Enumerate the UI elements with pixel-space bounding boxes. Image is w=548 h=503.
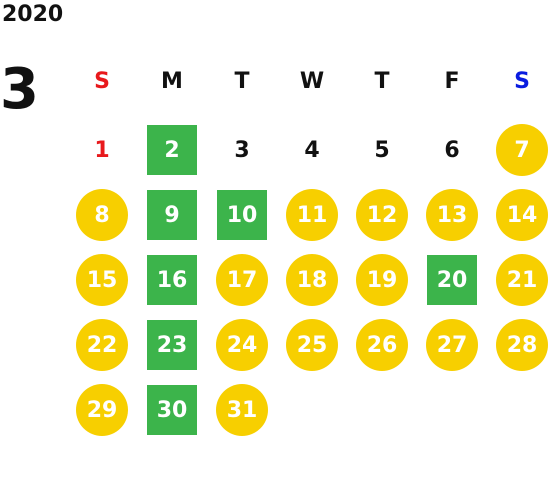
weekday-header-thursday: T	[374, 68, 390, 94]
day-cell[interactable]: 20	[427, 255, 477, 305]
day-cell[interactable]: 24	[216, 319, 268, 371]
month-label: 3	[0, 57, 39, 122]
day-cell[interactable]: 31	[216, 384, 268, 436]
day-cell[interactable]: 8	[76, 189, 128, 241]
day-cell[interactable]: 16	[147, 255, 197, 305]
day-cell[interactable]: 28	[496, 319, 548, 371]
day-cell[interactable]: 2	[147, 125, 197, 175]
day-cell[interactable]: 7	[496, 124, 548, 176]
day-cell[interactable]: 26	[356, 319, 408, 371]
day-cell[interactable]: 12	[356, 189, 408, 241]
weekday-header-tuesday: T	[234, 68, 250, 94]
day-cell[interactable]: 22	[76, 319, 128, 371]
day-cell[interactable]: 27	[426, 319, 478, 371]
weekday-header-sunday: S	[94, 68, 110, 94]
day-cell[interactable]: 30	[147, 385, 197, 435]
day-cell[interactable]: 1	[94, 137, 110, 163]
day-cell[interactable]: 5	[374, 137, 390, 163]
day-cell[interactable]: 29	[76, 384, 128, 436]
day-cell[interactable]: 6	[444, 137, 460, 163]
day-cell[interactable]: 19	[356, 254, 408, 306]
day-cell[interactable]: 25	[286, 319, 338, 371]
day-cell[interactable]: 4	[304, 137, 320, 163]
day-cell[interactable]: 21	[496, 254, 548, 306]
day-cell[interactable]: 10	[217, 190, 267, 240]
weekday-header-friday: F	[444, 68, 460, 94]
day-cell[interactable]: 18	[286, 254, 338, 306]
day-cell[interactable]: 11	[286, 189, 338, 241]
day-cell[interactable]: 14	[496, 189, 548, 241]
weekday-header-monday: M	[161, 68, 183, 94]
year-label: 2020	[2, 2, 64, 27]
day-cell[interactable]: 23	[147, 320, 197, 370]
weekday-header-wednesday: W	[299, 68, 325, 94]
day-cell[interactable]: 9	[147, 190, 197, 240]
weekday-header-saturday: S	[514, 68, 530, 94]
day-cell[interactable]: 15	[76, 254, 128, 306]
day-cell[interactable]: 3	[234, 137, 250, 163]
day-cell[interactable]: 13	[426, 189, 478, 241]
day-cell[interactable]: 17	[216, 254, 268, 306]
